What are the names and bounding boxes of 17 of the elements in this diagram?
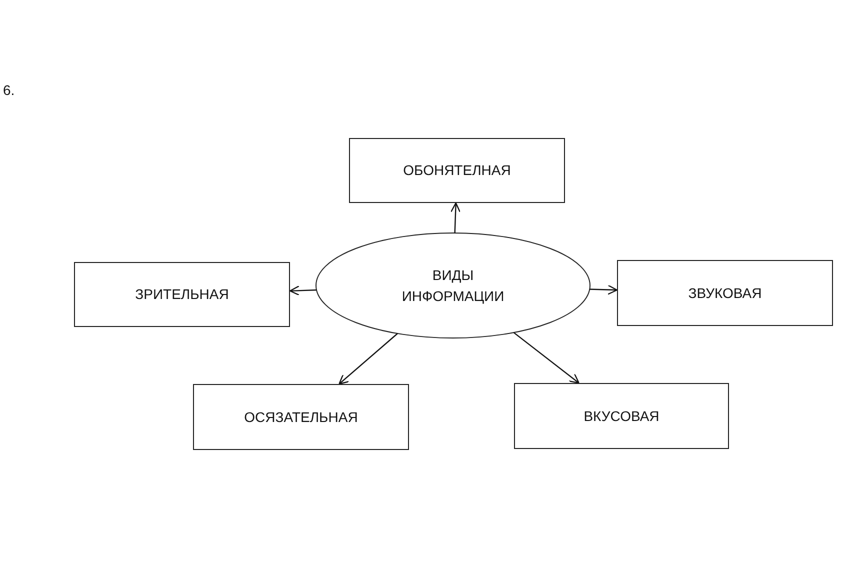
arrow xyxy=(513,332,580,384)
category-box xyxy=(193,384,409,450)
box-label: ВКУСОВАЯ xyxy=(584,406,660,426)
category-box xyxy=(514,383,729,449)
arrow xyxy=(450,202,461,234)
category-box xyxy=(617,260,833,326)
category-box xyxy=(74,262,290,327)
box-label: ЗВУКОВАЯ xyxy=(688,284,762,302)
ellipse-label: ВИДЫ ИНФОРМАЦИИ xyxy=(400,266,506,306)
category-box xyxy=(349,138,565,203)
box-label: ОСЯЗАТЕЛЬНАЯ xyxy=(244,408,358,426)
arrow xyxy=(289,286,317,296)
task-number: 6. xyxy=(3,82,15,98)
box-label: ЗРИТЕЛЬНАЯ xyxy=(135,285,229,304)
arrow xyxy=(590,284,618,295)
box-label: ОБОНЯТЕЛНАЯ xyxy=(403,161,511,180)
arrow xyxy=(338,333,398,385)
